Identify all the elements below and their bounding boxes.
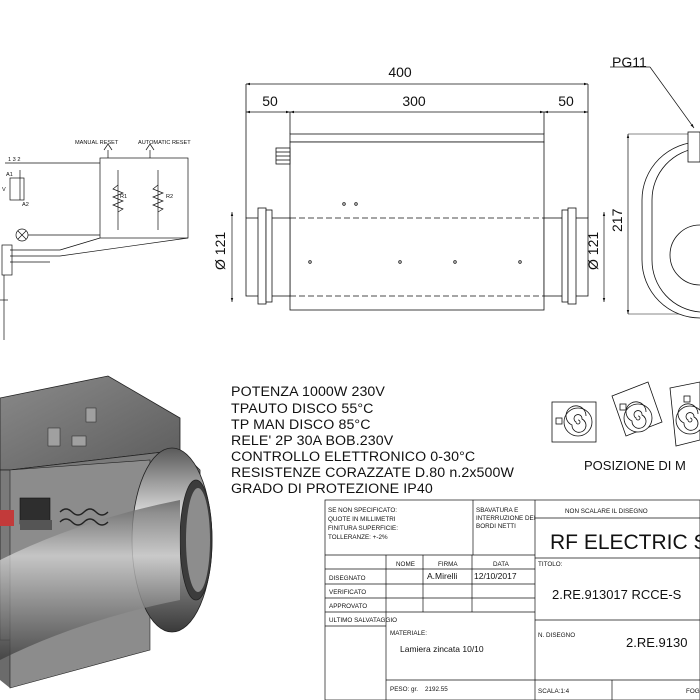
r1-label: R1	[120, 194, 127, 200]
tb-col-data: DATA	[493, 561, 510, 568]
side-view	[628, 131, 700, 319]
title-block	[324, 499, 700, 700]
tb-n-disegno-label: N. DISEGNO	[538, 632, 575, 639]
tb-note: QUOTE IN MILLIMETRI	[328, 516, 396, 523]
dim-diameter-left: Ø 121	[212, 232, 228, 270]
spec-line: TPAUTO DISCO 55°C	[231, 401, 373, 417]
position-icon-3	[669, 381, 700, 447]
spec-line: POTENZA 1000W 230V	[231, 384, 385, 400]
tb-col-nome: NOME	[396, 561, 415, 568]
relay-3d	[19, 497, 51, 525]
a2-label: A2	[22, 202, 29, 208]
tb-titolo-label: TITOLO:	[538, 561, 563, 568]
title-block-text: SE NON SPECIFICATO: QUOTE IN MILLIMETRI …	[328, 507, 700, 695]
tb-row-verificato: VERIFICATO	[329, 589, 366, 596]
red-component-3d	[0, 510, 14, 526]
tb-titolo-value: 2.RE.913017 RCCE-S	[552, 587, 682, 602]
r2-label: R2	[166, 194, 173, 200]
v-label: V	[2, 187, 6, 193]
isometric-view	[0, 375, 213, 689]
a1-label: A1	[6, 172, 13, 178]
spec-line: TP MAN DISCO 85°C	[231, 417, 371, 433]
tb-materiale-label: MATERIALE:	[390, 630, 427, 637]
spec-line: RESISTENZE CORAZZATE D.80 n.2x500W	[231, 465, 515, 481]
tb-deburr: INTERRUZIONE DEI	[476, 515, 536, 522]
spec-line: CONTROLLO ELETTRONICO 0-30°C	[231, 449, 475, 465]
tb-row-ultimo: ULTIMO SALVATAGGIO	[329, 617, 397, 624]
dim-gland: PG11	[612, 54, 647, 70]
resistor-r2-symbol	[152, 184, 164, 213]
tb-no-scale: NON SCALARE IL DISEGNO	[565, 508, 648, 515]
position-icon-1	[551, 401, 597, 443]
spec-line: GRADO DI PROTEZIONE IP40	[231, 481, 433, 497]
resistor-r1-symbol	[112, 184, 124, 213]
specifications-list: POTENZA 1000W 230V TPAUTO DISCO 55°C TP …	[231, 384, 515, 497]
tb-foglio-label: FOG	[686, 688, 700, 695]
tb-row-disegnato: DISEGNATO	[329, 575, 366, 582]
dim-left-collar: 50	[262, 93, 278, 109]
tb-note: TOLLERANZE: +-2%	[328, 534, 388, 541]
front-view	[245, 84, 589, 311]
tb-data-value: 12/10/2017	[474, 571, 517, 581]
tb-firma-value: A.Mirelli	[427, 571, 457, 581]
tb-note: SE NON SPECIFICATO:	[328, 507, 397, 514]
dimension-lines	[230, 66, 695, 314]
automatic-reset-label: AUTOMATIC RESET	[138, 140, 191, 146]
tb-materiale-value: Lamiera zincata 10/10	[400, 644, 484, 654]
tb-deburr: BORDI NETTI	[476, 523, 516, 530]
dim-right-collar: 50	[558, 93, 574, 109]
tb-scala-label: SCALA:1:4	[538, 688, 570, 695]
spec-line: RELE' 2P 30A BOB.230V	[231, 433, 394, 449]
tb-peso-label: PESO: gr.	[390, 686, 418, 693]
position-icon-2	[611, 381, 663, 437]
tb-company-title: RF ELECTRIC S	[550, 531, 700, 554]
tb-n-disegno-value: 2.RE.9130	[626, 635, 687, 650]
tb-row-approvato: APPROVATO	[329, 603, 367, 610]
dim-diameter-right: Ø 121	[585, 232, 601, 270]
mounting-position-icons	[551, 381, 700, 447]
tb-deburr: SBAVATURA E	[476, 507, 518, 514]
tb-col-firma: FIRMA	[438, 561, 458, 568]
tb-peso-value: 2192.55	[425, 686, 448, 693]
position-label: POSIZIONE DI M	[584, 458, 686, 473]
dim-total-width: 400	[388, 64, 412, 80]
manual-reset-label: MANUAL RESET	[75, 140, 119, 146]
dim-height: 217	[609, 208, 625, 232]
contacts-label: 1 3 2	[8, 157, 20, 163]
dim-body-width: 300	[402, 93, 426, 109]
tb-note: FINITURA SUPERFICIE:	[328, 525, 398, 532]
wiring-schematic	[0, 143, 189, 340]
